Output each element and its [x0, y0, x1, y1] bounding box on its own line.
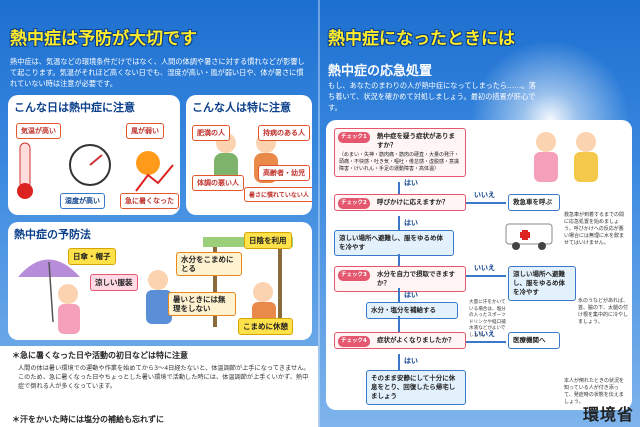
check-3-badge: チェック3	[338, 270, 370, 281]
prevention-title: 熱中症の予防法	[14, 228, 91, 241]
check-4-yes: はい	[404, 357, 418, 365]
hot-days-illustration	[17, 142, 174, 199]
check-1-question: 熱中症を疑う症状がありますか？	[377, 132, 455, 149]
check-1: チェック1 熱中症を疑う症状がありますか？ （めまい・失神・筋肉痛・筋肉の硬直・…	[334, 128, 466, 177]
first-aid-flowchart: チェック1 熱中症を疑う症状がありますか？ （めまい・失神・筋肉痛・筋肉の硬直・…	[326, 120, 632, 410]
note-sudden-heat: ＊急に暑くなった日や活動の初日などは特に注意	[12, 351, 188, 360]
hot-days-title: こんな日は熱中症に注意	[14, 101, 135, 114]
tag-weak-wind: 風が弱い	[126, 123, 164, 139]
action-cool-down-1: 涼しい場所へ避難し、服をゆるめ体を冷やす	[334, 230, 454, 256]
note-sudden-heat-body: 人間の体は暑い環境での運動や作業を始めてから3〜4日経たないと、体温調節が上手に…	[18, 365, 310, 390]
notes-panel	[0, 346, 318, 427]
check-3-question: 水分を自力で摂取できますか？	[377, 270, 455, 287]
note-salt: ＊汗をかいた時には塩分の補給も忘れずに	[12, 415, 164, 424]
tag-obese: 肥満の人	[192, 125, 230, 141]
action-call-ambulance: 救急車を呼ぶ	[508, 194, 560, 211]
check-1-symptoms: （めまい・失神・筋肉痛・筋肉の硬直・大量の発汗・頭痛・不快感・吐き気・嘔吐・倦怠…	[339, 152, 460, 172]
tag-chronic-illness: 持病のある人	[258, 125, 310, 141]
right-lead: もし、あなたのまわりの人が熱中症になってしまったら……。落ち着いて、状況を確かめ…	[328, 81, 536, 112]
check-4-question: 症状がよくなりましたか？	[377, 336, 455, 344]
check-3: チェック3 水分を自力で摂取できますか？	[334, 266, 466, 292]
check-4: チェック4 症状がよくなりましたか？	[334, 332, 466, 349]
tag-unwell: 体調の悪い人	[192, 175, 244, 191]
tag-high-temp: 気温が高い	[16, 123, 61, 139]
tag-elderly-infant: 高齢者・幼児	[258, 165, 310, 181]
label-no-overexert: 暑いときには無理をしない	[168, 292, 236, 316]
prevention-card: 熱中症の予防法 日傘・帽子 涼しい服装 水分をこまめにとる 暑いときには無理をし…	[8, 222, 312, 340]
check-2-no: いいえ	[474, 191, 495, 199]
risk-people-title: こんな人は特に注意	[192, 101, 291, 114]
note-accompany: 本人が倒れたときの状況を知っている人が付き添って、発症時の状態を伝えましょう。	[564, 378, 625, 405]
note-sports-drink: 大量に汗をかいている場合は、塩分の入ったスポーツドリンクや経口補水液などがよいで…	[469, 300, 506, 338]
page-divider	[318, 0, 320, 427]
check-2-badge: チェック2	[338, 198, 370, 209]
sun-icon	[136, 151, 160, 175]
note-ambulance: 救急車が到着するまでの間に応急処置を始めましょう。呼びかけへの反応が悪い場合には…	[564, 212, 625, 246]
first-aid-subtitle: 熱中症の応急処置	[328, 64, 433, 79]
check-1-badge: チェック1	[338, 132, 370, 143]
check-2: チェック2 呼びかけに応えますか？	[334, 194, 466, 211]
label-use-shade: 日陰を利用	[244, 232, 292, 249]
right-title: 熱中症になったときには	[328, 29, 515, 49]
check-2-question: 呼びかけに応えますか？	[377, 198, 449, 206]
check-1-yes: はい	[404, 179, 418, 187]
helper-illustration	[534, 132, 598, 182]
rising-graph-icon	[135, 164, 174, 192]
check-3-no: いいえ	[474, 264, 495, 272]
label-take-breaks: こまめに休憩	[238, 318, 293, 335]
check-2-yes: はい	[404, 219, 418, 227]
note-ice-pack: 氷のうなどがあれば、首、脇の下、太腿の付け根を集中的に冷やしましょう。	[578, 298, 629, 325]
check-4-badge: チェック4	[338, 336, 370, 347]
label-cool-clothes: 涼しい服装	[90, 274, 138, 291]
hot-days-card: こんな日は熱中症に注意 気温が高い 風が弱い 湿度が高い 急に暑くなった	[8, 95, 180, 215]
thermometer-icon	[19, 142, 31, 189]
risk-people-card: こんな人は特に注意 肥満の人 持病のある人 体調の悪い人 高齢者・幼児 暑さに慣…	[186, 95, 312, 215]
tag-unacclimatized: 暑さに慣れていない人	[244, 187, 312, 202]
ministry-brand: 環境省	[582, 405, 634, 424]
tag-high-humidity: 湿度が高い	[60, 193, 105, 209]
ambulance-icon	[505, 223, 553, 250]
label-hydrate: 水分をこまめにとる	[176, 252, 242, 276]
left-title: 熱中症は予防が大切です	[10, 29, 197, 49]
action-rest: そのまま安静にして十分に休息をとり、回復したら帰宅しましょう	[366, 370, 466, 405]
label-parasol-hat: 日傘・帽子	[68, 248, 116, 265]
thermometer-bulb-icon	[17, 183, 33, 199]
action-hydrate: 水分・塩分を補給する	[366, 302, 458, 319]
tag-sudden-heat: 急に暑くなった	[120, 193, 179, 209]
left-lead: 熱中症は、気温などの環境条件だけではなく、人間の体調や暑さに対する慣れなどが影響…	[10, 57, 305, 88]
check-3-yes: はい	[404, 291, 418, 299]
action-hospital: 医療機関へ	[508, 332, 560, 349]
check-4-no: いいえ	[474, 330, 495, 338]
action-cool-down-2: 涼しい場所へ避難し、服をゆるめ体を冷やす	[508, 266, 576, 301]
